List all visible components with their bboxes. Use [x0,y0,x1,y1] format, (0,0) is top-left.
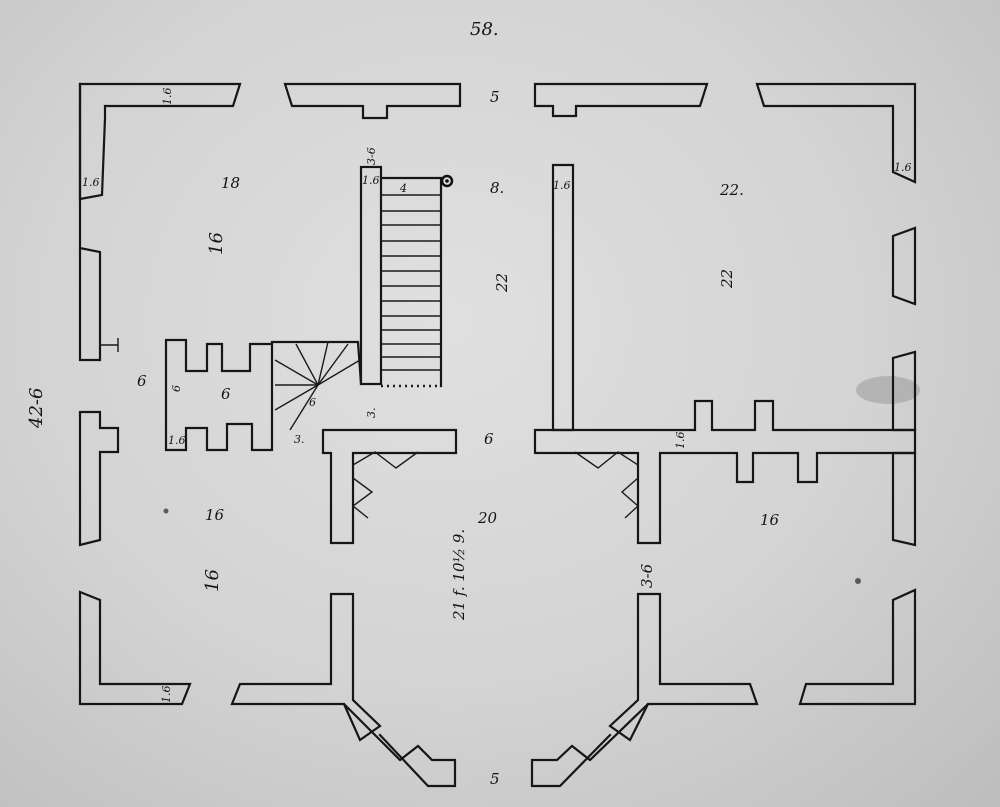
sw-room-depth: 16 [202,569,223,592]
stair-bottom-label: 3. [365,408,378,419]
closet-block [164,338,274,452]
stair-wall-thickness: 1.6 [362,174,380,187]
stair-width-label: 4 [399,182,407,195]
se-room-walls [530,451,917,788]
ne-left-wall-thickness: 1.6 [553,179,571,192]
nw-outer-corner [78,82,242,201]
se-room-width: 16 [760,511,780,529]
hall-lower-length: 20 [477,509,498,527]
sw-room-width: 16 [205,506,225,524]
hall-bottom-width: 5 [490,770,500,788]
stair-treads [381,194,441,371]
nw-room-walls [78,82,462,362]
overall-depth-label: 42-6 [26,388,47,429]
winder-treads [274,341,361,431]
closet-wall-thickness: 1.6 [168,434,186,447]
sw-west-wall-upper [78,410,120,547]
paper-speck [855,578,861,584]
closet-door-label: 3. [294,433,305,446]
se-bottom-right-wall [798,588,917,706]
closet-width-b: 6 [170,385,183,392]
ne-top-wall-left [533,82,709,118]
winder-label: 6 [309,396,316,409]
hall-partition-west [321,428,458,545]
winder-top [270,340,363,386]
nw-room-width: 18 [221,174,240,192]
nw-wall-stub [100,338,119,352]
fireplace-east [574,451,640,519]
newel-post-icon [440,174,454,188]
paper-speck [163,508,169,514]
sw-bottom-left-wall [78,590,192,706]
ne-south-partition [533,399,917,545]
nw-top-wall-thickness: 1.6 [161,88,174,106]
se-east-wall-upper [891,451,917,547]
se-wall-label: 3-6 [638,563,656,588]
paper-stain [856,376,920,404]
hall-partition-width: 6 [484,430,494,448]
ne-room-walls [533,82,917,545]
nw-west-wall [78,82,102,362]
nw-side-wall-thickness: 1.6 [82,176,100,189]
ne-west-wall [551,163,575,432]
stair-wall [359,165,383,386]
sw-bottom-right-wall [230,592,382,742]
hall-length: 22 [493,273,511,293]
sw-bay-wall [342,702,457,788]
nw-room-depth: 16 [206,232,227,255]
sw-room-walls [78,410,457,788]
closet-width-c: 6 [221,385,231,403]
se-bottom-left-wall [608,592,759,742]
stair-wall-label: 3-6 [365,147,378,165]
hall-top-width: 5 [490,88,500,106]
ne-top-wall-right [755,82,917,184]
se-bay-wall [530,702,650,788]
hall-diagonal-note: 21 f. 10½ 9. [450,529,468,621]
page-number: 58. [470,19,499,40]
ne-east-window [891,226,917,306]
ne-room-width: 22. [719,181,744,199]
fireplace-west [351,451,419,519]
closet-walls [164,338,274,452]
ne-room-depth: 22 [718,269,736,289]
nw-top-wall-right [283,82,462,120]
centre-west-wall [321,428,458,545]
ne-partition-thickness: 1.6 [674,432,687,450]
sw-bottom-wall-thickness: 1.6 [160,686,173,704]
hall-stair-width: 8. [490,179,504,197]
stair-outline [379,176,443,388]
staircase [270,165,454,431]
ne-right-wall-thickness: 1.6 [894,161,912,174]
closet-width-a: 6 [137,372,147,390]
